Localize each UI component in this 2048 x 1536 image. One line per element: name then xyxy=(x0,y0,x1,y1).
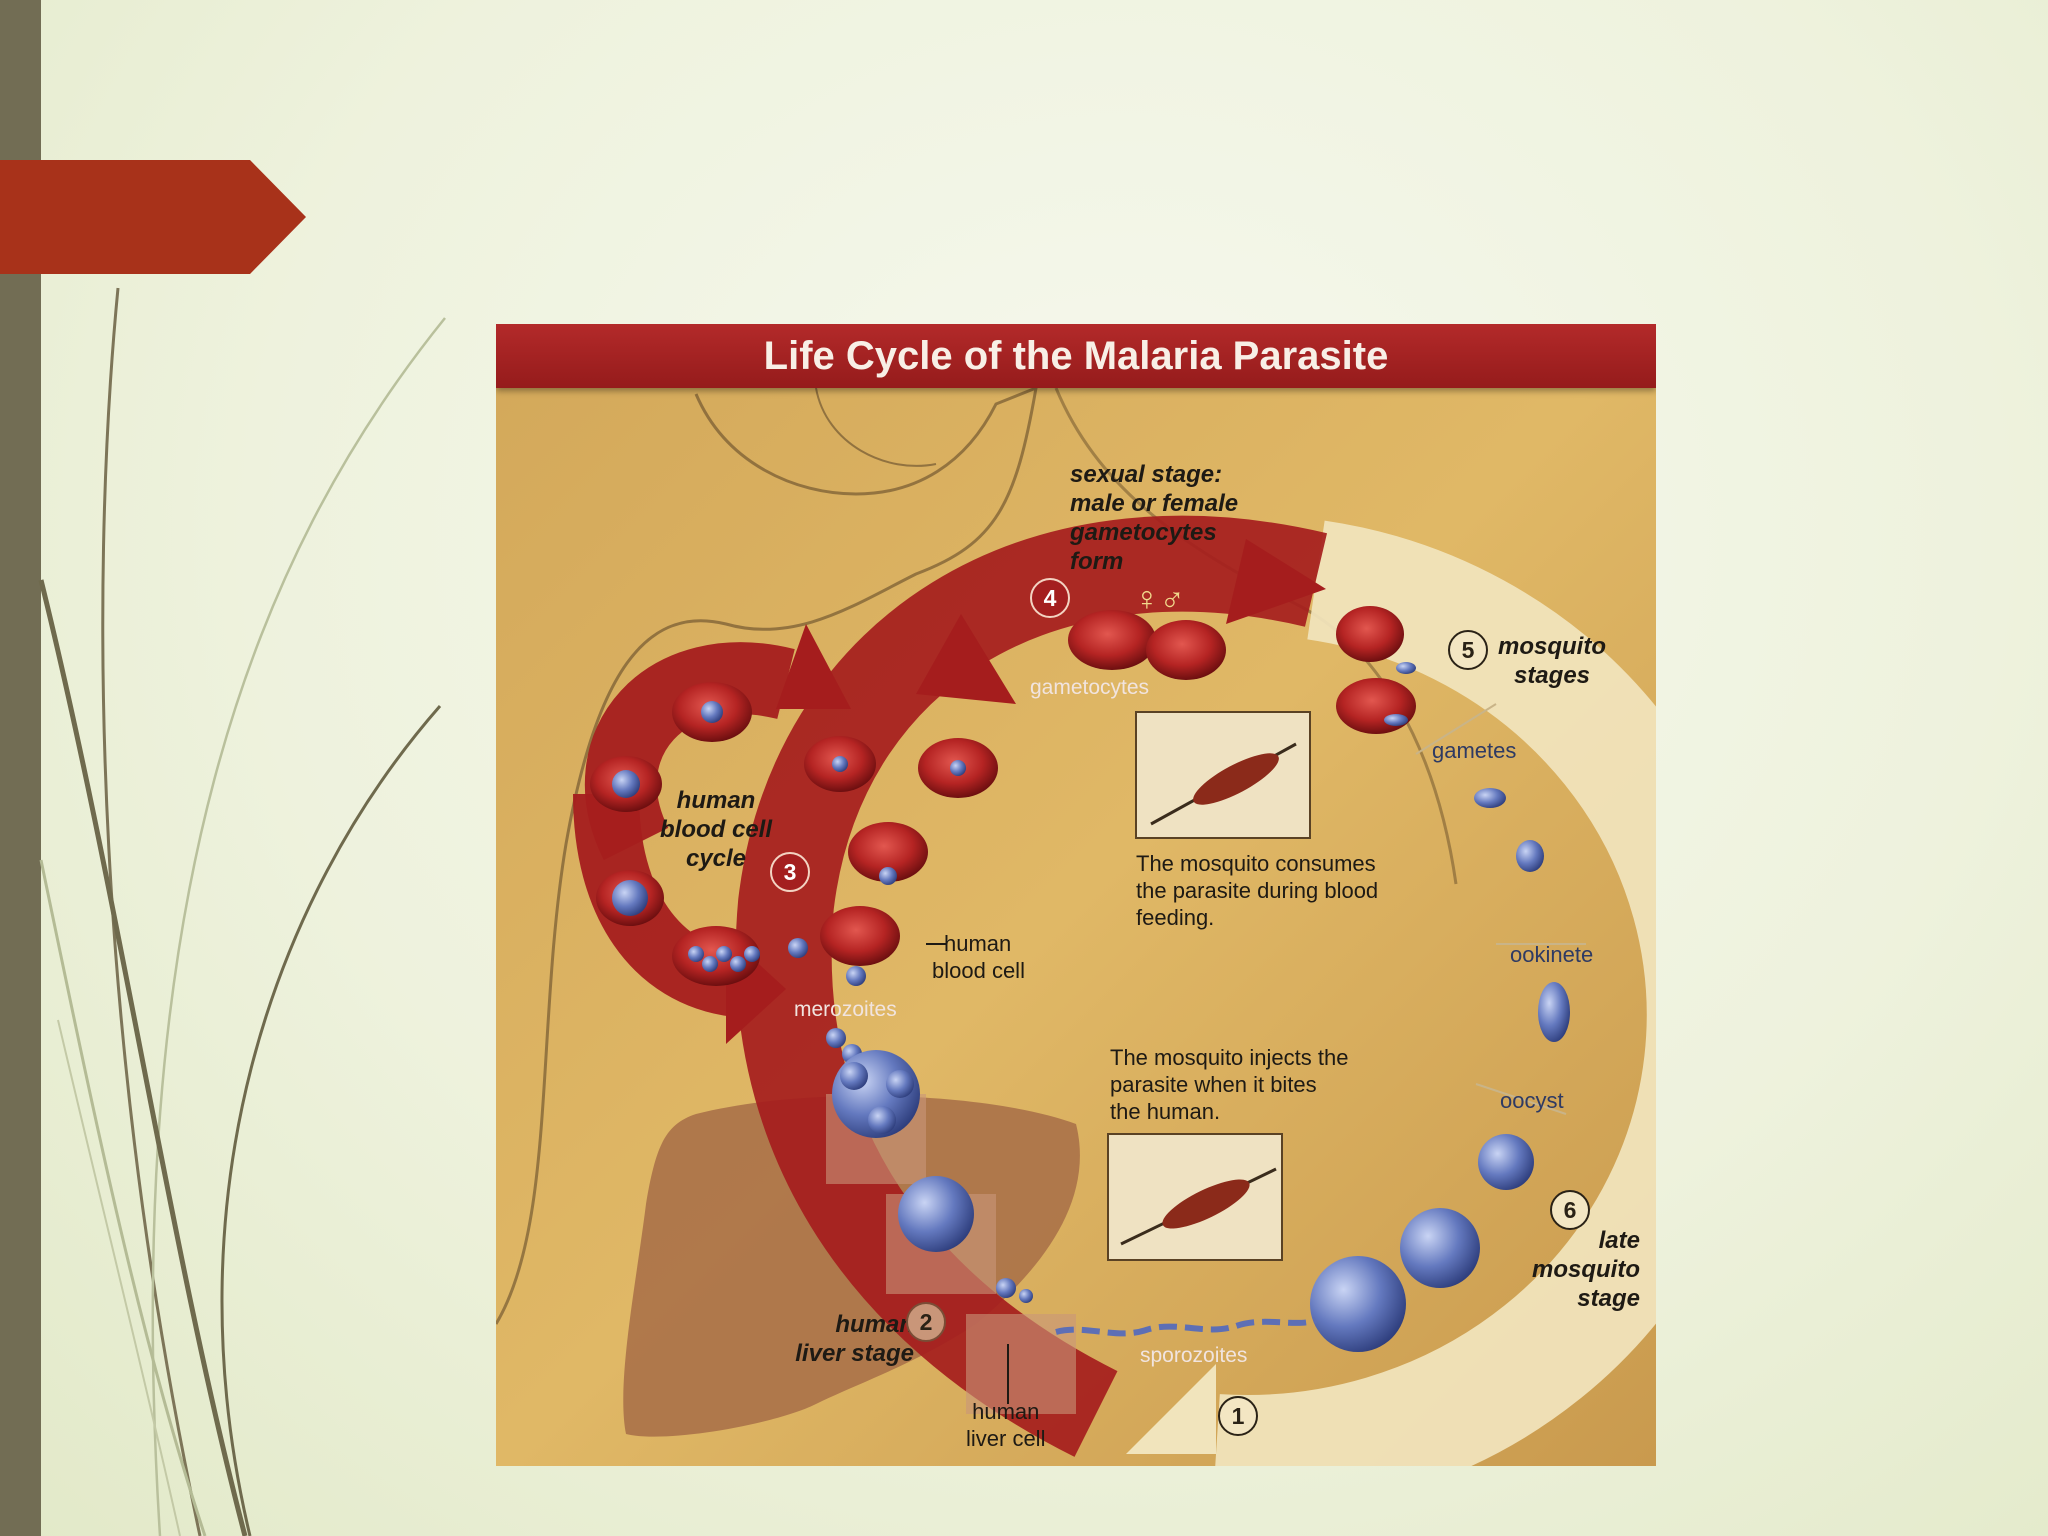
mosquito-injects-caption: The mosquito injects the parasite when i… xyxy=(1110,1045,1349,1124)
gametes-label: gametes xyxy=(1432,738,1517,763)
red-blood-cell xyxy=(1068,610,1156,670)
body-sketch xyxy=(496,385,1038,1325)
late-mosquito-stage-label: late mosquito stage xyxy=(1532,1227,1640,1312)
decorative-curves xyxy=(38,287,446,1536)
stage-5-badge: 5 xyxy=(1448,630,1488,670)
stage-1-badge: 1 xyxy=(1218,1396,1258,1436)
oocyst xyxy=(1478,1134,1534,1190)
stage-6-badge: 6 xyxy=(1550,1190,1590,1230)
blood-cell-cycle-label: human blood cell cycle xyxy=(660,787,773,872)
figure-title-bar: Life Cycle of the Malaria Parasite xyxy=(496,324,1656,388)
red-blood-cell xyxy=(848,822,928,882)
red-blood-cell xyxy=(1146,620,1226,680)
malaria-lifecycle-figure: Life Cycle of the Malaria Parasite sexua… xyxy=(496,324,1656,1466)
red-blood-cell xyxy=(820,906,900,966)
stage-2-badge: 2 xyxy=(906,1302,946,1342)
sexual-stage-label: sexual stage: male or female gametocytes… xyxy=(1070,461,1239,575)
human-blood-cell-label: human blood cell xyxy=(932,931,1025,983)
lifecycle-illustration xyxy=(496,324,1656,1466)
oocyst xyxy=(1400,1208,1480,1288)
title-banner xyxy=(0,160,306,274)
sporozoites xyxy=(1055,1317,1318,1337)
merozoites-label: merozoites xyxy=(794,998,897,1021)
ookinete xyxy=(1538,982,1570,1042)
liver-stage-label: human liver stage xyxy=(795,1311,914,1367)
red-blood-cell xyxy=(1336,678,1416,734)
mosquito-stages-label: mosquito stages xyxy=(1498,633,1606,689)
gender-symbols: ♀♂ xyxy=(1134,580,1185,618)
oocyst-label: oocyst xyxy=(1500,1088,1564,1113)
red-blood-cell xyxy=(1336,606,1404,662)
stage-3-badge: 3 xyxy=(770,852,810,892)
stage-4-badge: 4 xyxy=(1030,578,1070,618)
figure-title: Life Cycle of the Malaria Parasite xyxy=(763,334,1389,378)
ookinete-label: ookinete xyxy=(1510,942,1594,967)
sporozoites-label: sporozoites xyxy=(1140,1344,1248,1367)
gametocytes-label: gametocytes xyxy=(1030,676,1150,699)
human-liver-cell-label: human liver cell xyxy=(966,1399,1046,1451)
mosquito-consumes-caption: The mosquito consumes the parasite durin… xyxy=(1136,851,1379,930)
liver-cell-parasite xyxy=(898,1176,974,1252)
oocyst xyxy=(1310,1256,1406,1352)
